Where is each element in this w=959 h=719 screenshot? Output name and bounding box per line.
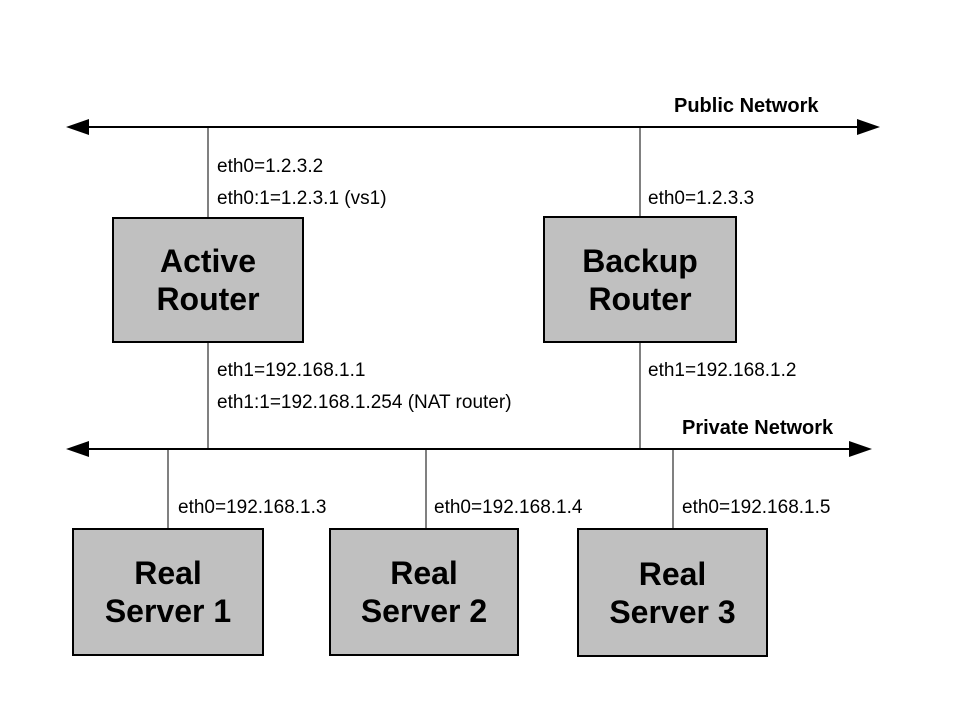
private-network-arrow-right-icon xyxy=(849,441,872,457)
real-server-1-eth0-label: eth0=192.168.1.3 xyxy=(178,497,327,518)
active-router-eth1-label: eth1=192.168.1.1 xyxy=(217,360,366,381)
backup-router-label-line1: Backup xyxy=(582,242,698,279)
public-network-arrow-right-icon xyxy=(857,119,880,135)
private-network-label: Private Network xyxy=(682,417,834,439)
real-server-2-eth0-label: eth0=192.168.1.4 xyxy=(434,497,583,518)
active-router-eth1-alias-label: eth1:1=192.168.1.254 (NAT router) xyxy=(217,392,512,413)
private-network-arrow-left-icon xyxy=(66,441,89,457)
real-server-2-label-line2: Server 2 xyxy=(360,593,488,629)
real-server-1-label-line1: Real xyxy=(134,555,202,591)
real-server-3-node: Real Server 3 xyxy=(577,528,768,657)
real-server-2-label-line1: Real xyxy=(390,555,458,591)
real-server-3-label-line2: Server 3 xyxy=(609,593,736,630)
real-server-1-node: Real Server 1 xyxy=(72,528,264,656)
real-server-3-eth0-label: eth0=192.168.1.5 xyxy=(682,497,831,518)
active-router-label-line1: Active xyxy=(159,243,257,279)
active-router-eth0-label: eth0=1.2.3.2 xyxy=(217,156,324,177)
backup-router-node: Backup Router xyxy=(543,216,737,343)
real-server-3-label-line1: Real xyxy=(638,555,707,592)
real-server-2-node: Real Server 2 xyxy=(329,528,519,656)
real-server-1-label-line2: Server 1 xyxy=(104,593,232,629)
public-network-label: Public Network xyxy=(674,95,819,117)
active-router-eth0-alias-label: eth0:1=1.2.3.1 (vs1) xyxy=(217,188,387,209)
active-router-node: Active Router xyxy=(112,217,304,343)
active-router-label-line2: Router xyxy=(156,281,260,317)
backup-router-eth0-label: eth0=1.2.3.3 xyxy=(648,188,755,209)
public-network-arrow-left-icon xyxy=(66,119,89,135)
backup-router-label-line2: Router xyxy=(588,280,692,317)
backup-router-eth1-label: eth1=192.168.1.2 xyxy=(648,360,797,381)
